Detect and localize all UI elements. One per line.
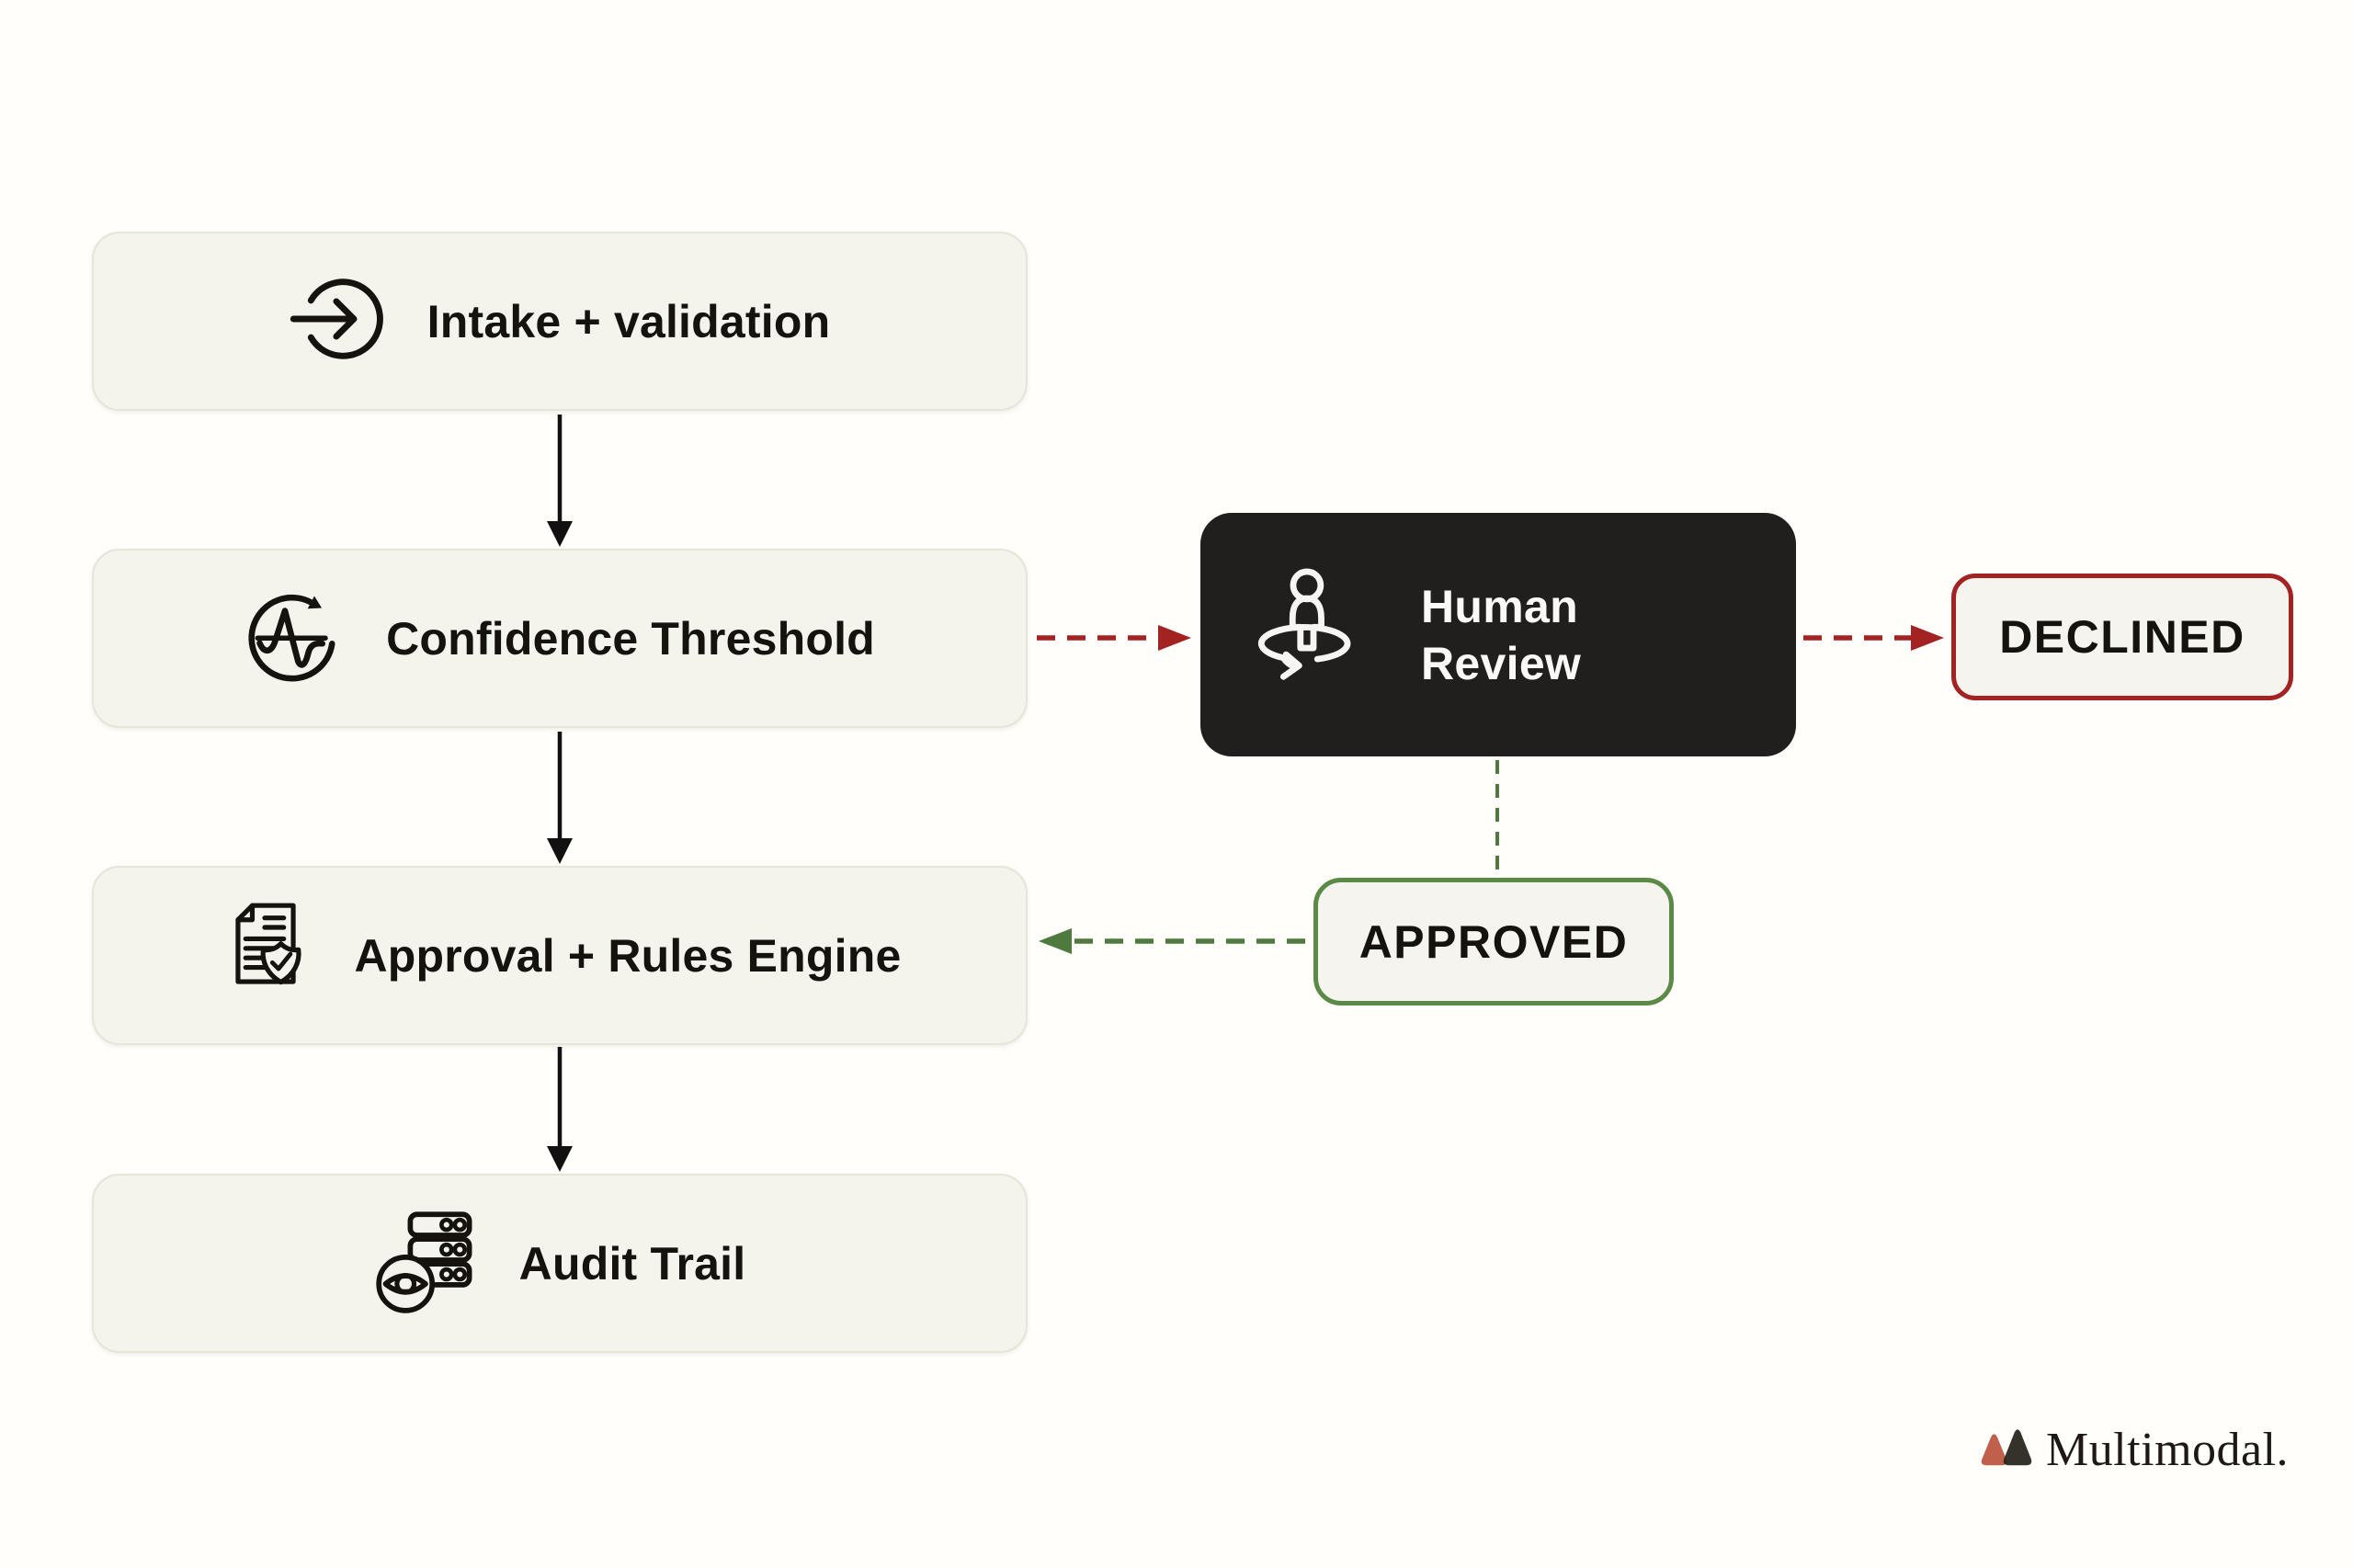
node-intake-validation: Intake + validation <box>92 232 1028 411</box>
server-eye-icon <box>374 1209 479 1318</box>
logo-text: Multimodal. <box>2046 1424 2290 1476</box>
approved-label: APPROVED <box>1358 915 1629 968</box>
line-review-to-approved <box>1495 760 1499 874</box>
node-label: Audit Trail <box>518 1237 746 1290</box>
node-label: Intake + validation <box>426 295 831 347</box>
declined-badge: DECLINED <box>1951 574 2293 700</box>
arrow-confidence-to-review <box>1037 625 1191 651</box>
waveform-cycle-icon <box>244 585 346 691</box>
node-confidence-threshold: Confidence Threshold <box>92 549 1028 728</box>
logo-mark-icon <box>1978 1424 2035 1476</box>
node-approval-rules-engine: Approval + Rules Engine <box>92 866 1028 1045</box>
approved-badge: APPROVED <box>1313 878 1674 1006</box>
arrow-intake-to-confidence <box>547 415 573 547</box>
arrow-confidence-to-approval <box>547 732 573 864</box>
arrow-approved-to-approval <box>1039 928 1305 954</box>
document-shield-icon <box>218 901 313 1010</box>
node-label: Confidence Threshold <box>386 612 875 665</box>
enter-arrow-icon <box>290 270 387 372</box>
arrow-review-to-declined <box>1803 625 1944 651</box>
brand-logo: Multimodal. <box>1978 1423 2289 1477</box>
node-audit-trail: Audit Trail <box>92 1174 1028 1353</box>
node-label: Approval + Rules Engine <box>354 929 902 982</box>
declined-label: DECLINED <box>1999 611 2245 663</box>
person-360-icon <box>1248 567 1379 702</box>
arrow-approval-to-audit <box>547 1047 573 1172</box>
